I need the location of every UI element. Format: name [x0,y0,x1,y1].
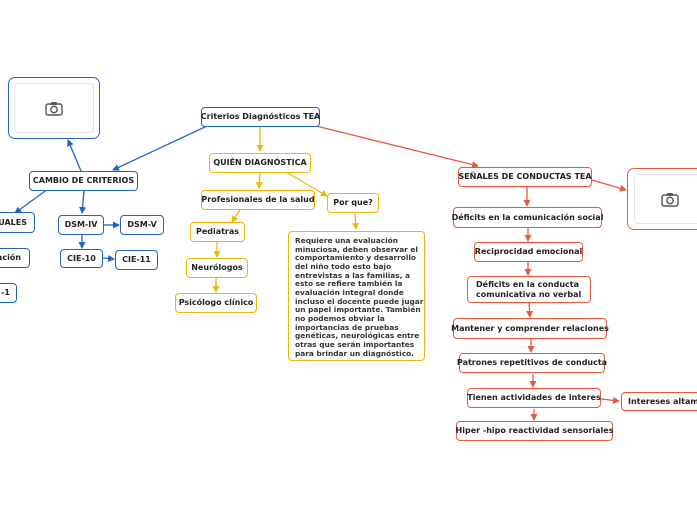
clasificacion-node[interactable]: ación [0,248,30,268]
camera-icon [45,101,63,116]
edge-item3-item4 [526,301,534,318]
edge-cie10-cie11 [102,254,115,262]
signal-item-label: Tienen actividades de interes [467,393,601,402]
profesionales-label: Profesionales de la salud [201,195,315,204]
cie-11-node[interactable]: CIE-11 [115,250,158,270]
senales-label: SEÑALES DE CONDUCTAS TEA [458,172,592,181]
dsm-iv-label: DSM-IV [64,220,98,229]
cambio-criterios-label: CAMBIO DE CRITERIOS [32,176,135,185]
cie-11-label: CIE-11 [122,255,151,264]
image-placeholder-left[interactable] [8,77,100,139]
dsm-iv-node[interactable]: DSM-IV [58,215,104,235]
manuales-label: UALES [0,217,27,227]
pediatras-node[interactable]: Pediatras [190,222,245,242]
psicologo-label: Psicólogo clínico [178,298,254,307]
signal-item[interactable]: Déficits en la comunicación social [451,207,604,228]
image-placeholder-inner [14,83,94,133]
signal-item-label: Déficits en la comunicación social [451,212,604,222]
signal-item-label: Hiper -hipo reactividad sensoriales [455,426,614,435]
image-placeholder-right[interactable] [627,168,697,230]
por-que-label: Por que? [333,198,373,207]
signal-item[interactable]: Hiper -hipo reactividad sensoriales [456,421,613,441]
signal-item[interactable]: Patrones repetitivos de conducta [456,353,608,373]
edge-porque-note [352,212,360,230]
edge-senales-image [591,179,627,192]
intereses-label: Intereses altamen [628,396,697,406]
cambio-criterios-node[interactable]: CAMBIO DE CRITERIOS [29,171,138,191]
cie-10-label: CIE-10 [67,253,96,263]
signal-item[interactable]: Déficits en la conducta comunicativa no … [467,276,591,303]
quien-diagnostica-node[interactable]: QUIÉN DIAGNÓSTICA [209,153,311,173]
intereses-node[interactable]: Intereses altamen [621,392,697,411]
signal-item-label: Reciprocidad emocional [474,247,583,256]
psicologo-node[interactable]: Psicólogo clínico [175,293,257,313]
manuales-node[interactable]: UALES [0,212,35,233]
dsm-v-label: DSM-V [127,220,157,229]
signal-item-label: Mantener y comprender relaciones [451,323,609,333]
image-placeholder-inner [634,174,697,224]
root-label: Criterios Diagnósticos TEA [200,112,321,121]
edge-quien-prof [255,171,263,189]
explanation-text: Requiere una evaluación minuciosa, deben… [295,236,424,358]
explanation-note[interactable]: Requiere una evaluación minuciosa, deben… [288,231,425,361]
edge-cambio-dsmiv [79,190,87,214]
pediatras-label: Pediatras [195,227,240,236]
edge-item6-intereses [600,396,620,404]
edge-cambio-image [67,139,82,172]
one-label: -1 [1,288,10,297]
quien-diagnostica-label: QUIÉN DIAGNÓSTICA [213,158,307,167]
profesionales-node[interactable]: Profesionales de la salud [201,190,315,210]
cie-10-node[interactable]: CIE-10 [60,249,103,268]
signal-item[interactable]: Mantener y comprender relaciones [451,318,609,339]
edge-quien-porque [285,171,328,197]
edge-cambio-manuales [14,188,49,214]
edge-root-senales [307,123,479,168]
signal-item-label: Déficits en la conducta comunicativa no … [476,279,582,299]
neurologos-label: Neurólogos [191,263,243,272]
por-que-node[interactable]: Por que? [327,193,379,213]
edge-root-cambio [112,125,208,171]
dsm-v-node[interactable]: DSM-V [120,215,164,235]
neurologos-node[interactable]: Neurólogos [186,258,248,278]
signal-item[interactable]: Tienen actividades de interes [467,388,601,408]
edge-prof-pediatras [231,209,241,223]
senales-node[interactable]: SEÑALES DE CONDUCTAS TEA [458,167,592,187]
clasificacion-label: ación [0,253,21,262]
signal-item-label: Patrones repetitivos de conducta [456,358,608,367]
camera-icon [661,192,679,207]
root-node[interactable]: Criterios Diagnósticos TEA [201,107,320,127]
signal-item[interactable]: Reciprocidad emocional [474,242,583,262]
one-node[interactable]: -1 [0,283,17,303]
